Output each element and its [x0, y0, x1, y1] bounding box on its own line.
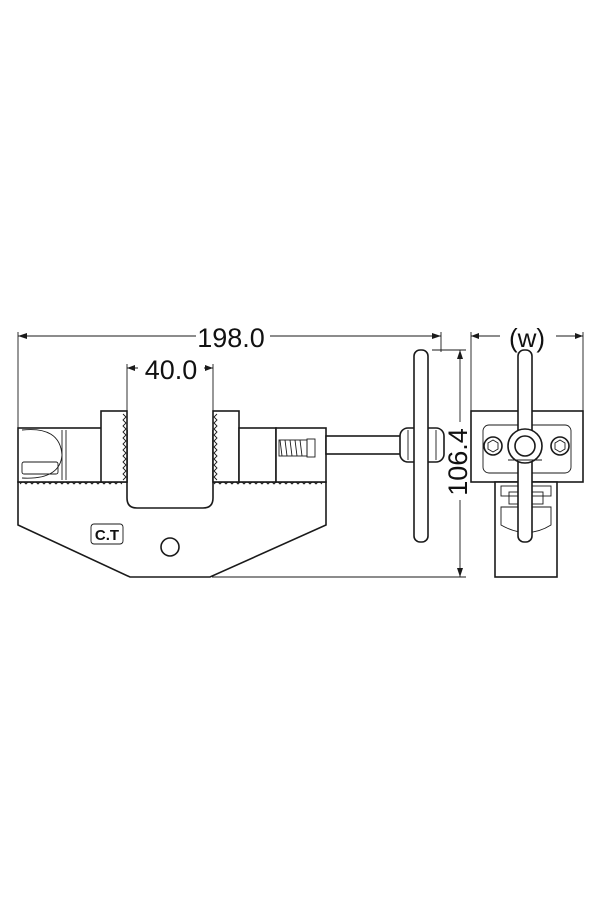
width-label: (w) [509, 323, 545, 353]
dimension-width: (w) [470, 320, 584, 412]
right-cap-screw [550, 436, 570, 456]
height-label: 106.4 [443, 428, 473, 496]
jaw-slot [126, 430, 214, 509]
jaw-opening-label: 40.0 [145, 355, 198, 385]
moving-jaw [212, 410, 240, 483]
fixed-jaw [100, 410, 128, 483]
mounting-hole [160, 537, 180, 557]
vise-side-view: C.T [17, 349, 445, 578]
screw-housing [275, 427, 327, 483]
left-cap-screw [483, 436, 503, 456]
spring-coil [279, 439, 303, 457]
overall-length-label: 198.0 [197, 323, 265, 353]
right-end-block [238, 427, 277, 483]
ct-logo-stamp: C.T [90, 523, 124, 545]
dimension-jaw-opening: 40.0 [126, 354, 214, 412]
end-view-hub-inner [514, 435, 536, 457]
screw-spindle [325, 435, 403, 455]
logo-text: C.T [95, 527, 119, 544]
left-end-block [17, 427, 103, 483]
dimension-overall-length: 198.0 [17, 320, 442, 430]
t-handle-bar [413, 349, 429, 543]
vise-end-view [470, 349, 584, 578]
dimension-height: 106.4 [212, 349, 473, 578]
